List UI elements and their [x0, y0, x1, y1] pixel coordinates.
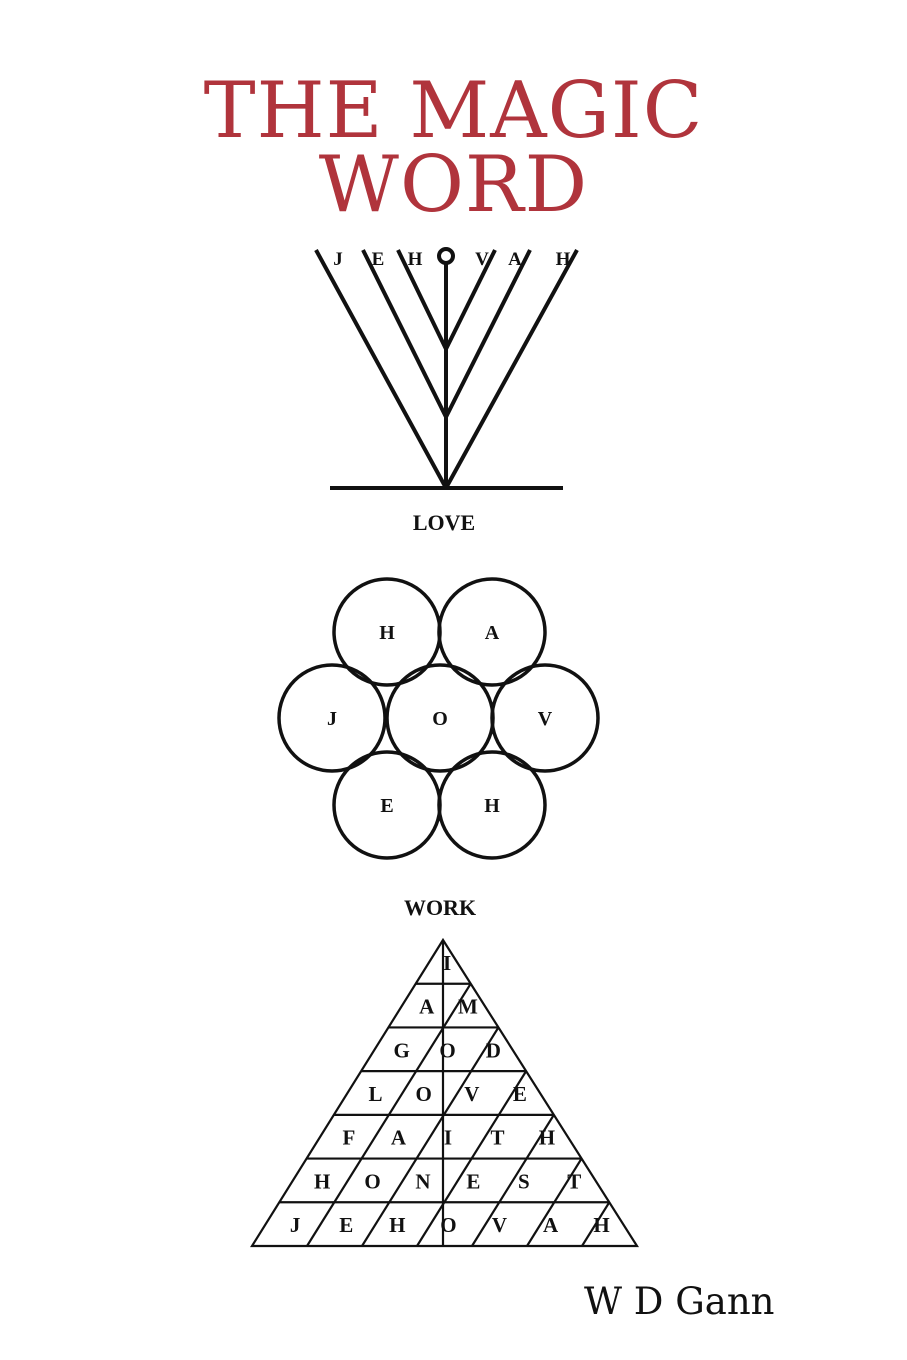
candelabra-branch	[314, 249, 448, 489]
pyramid-letter: M	[458, 995, 478, 1019]
circle-letter: H	[484, 795, 500, 817]
circle-letter: V	[538, 708, 553, 730]
candelabra-branch	[444, 249, 579, 489]
author-name: W D Gann	[584, 1280, 775, 1323]
pyramid-letter: N	[415, 1169, 430, 1193]
candelabra-branch	[361, 249, 448, 418]
pyramid-letter: H	[539, 1126, 555, 1150]
pyramid-letter: O	[439, 1038, 455, 1062]
candelabra-letter: H	[408, 249, 423, 270]
pyramid-letter: S	[518, 1169, 530, 1193]
circle-cluster: H A J O V E H	[277, 577, 600, 860]
letter-circle	[437, 577, 547, 687]
title-line-1: THE MAGIC	[203, 66, 704, 156]
pyramid-letter: T	[490, 1126, 504, 1150]
circle-letter: E	[380, 795, 393, 817]
pyramid-letter: H	[593, 1213, 609, 1237]
pyramid-letter: T	[567, 1169, 581, 1193]
pyramid-letter: V	[464, 1082, 479, 1106]
candelabra-branch	[444, 249, 532, 418]
pyramid-letter: F	[343, 1126, 356, 1150]
candelabra-top-circle	[437, 247, 455, 265]
circle-letter: J	[327, 708, 337, 730]
circle-letter: H	[379, 622, 395, 644]
letter-circle	[490, 663, 600, 773]
circle-letter: O	[432, 708, 448, 730]
pyramid-diagonal	[306, 983, 472, 1247]
pyramid-diagonal	[526, 1157, 583, 1247]
letter-circle	[277, 663, 387, 773]
work-label: WORK	[404, 895, 476, 920]
candelabra-letter: A	[508, 249, 522, 270]
pyramid-letter: E	[339, 1213, 353, 1237]
pyramid-letter: A	[543, 1213, 559, 1237]
pyramid-diagonal	[471, 1114, 555, 1247]
pyramid-diagonal	[581, 1201, 611, 1247]
pyramid-letter: I	[443, 951, 451, 975]
pyramid-letter: O	[416, 1082, 432, 1106]
pyramid-letter: E	[513, 1082, 527, 1106]
pyramid-letter: A	[391, 1126, 407, 1150]
circle-letter: A	[485, 622, 500, 644]
pyramid-diagonal	[361, 1026, 500, 1247]
candelabra-letter: V	[475, 249, 489, 270]
candelabra-letter: H	[556, 249, 571, 270]
pyramid-diagonal	[416, 1070, 528, 1247]
pyramid-letter: O	[364, 1169, 380, 1193]
pyramid-letter: H	[389, 1213, 405, 1237]
pyramid-letter: G	[394, 1038, 410, 1062]
candelabra-letter: J	[333, 249, 343, 270]
pyramid-letter: A	[419, 995, 435, 1019]
pyramid-letter: V	[492, 1213, 507, 1237]
pyramid-letter: O	[440, 1213, 456, 1237]
candelabra-letter: E	[372, 249, 385, 270]
pyramid-letter: I	[444, 1126, 452, 1150]
pyramid-letter: J	[290, 1213, 301, 1237]
pyramid-letter: H	[314, 1169, 330, 1193]
letter-circle	[437, 750, 547, 860]
pyramid-letter: E	[466, 1169, 480, 1193]
love-label: LOVE	[413, 510, 475, 535]
pyramid-letter: L	[369, 1082, 383, 1106]
candelabra-branch	[396, 249, 448, 350]
pyramid-letter: D	[486, 1038, 501, 1062]
pyramid-outline	[250, 937, 639, 1248]
candelabra-branch	[444, 249, 497, 350]
title-line-2: WORD	[318, 140, 589, 230]
